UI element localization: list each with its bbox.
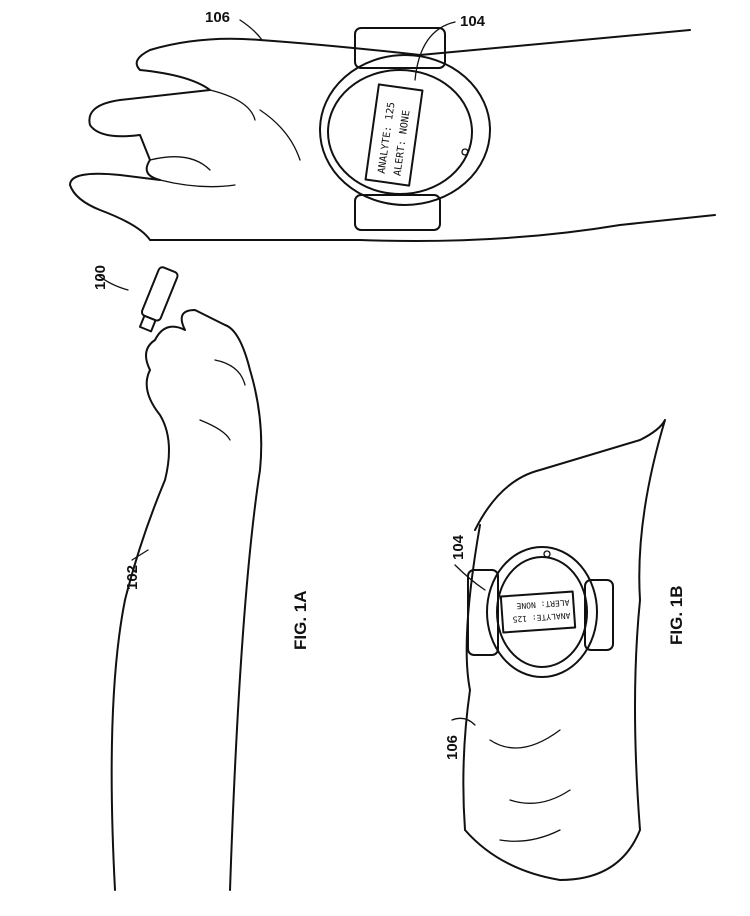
watch-strap-bottom [354, 194, 441, 231]
watch-case-1b [486, 546, 598, 678]
watch-button [461, 148, 469, 156]
ref-label-106-1b: 106 [444, 735, 461, 760]
watch-screen-1b: ANALYTE: 125 ALERT: NONE [499, 590, 577, 634]
ref-label-104: 104 [460, 13, 486, 30]
screen-analyte-text-1b: ANALYTE: 125 [512, 611, 570, 624]
fig-1b-arm: ANALYTE: 125 ALERT: NONE 104 106 FIG. 1B [444, 419, 686, 881]
ref-label-104-1b: 104 [450, 534, 467, 560]
watch-strap-top [354, 27, 446, 69]
screen-alert-text: ALERT: NONE [392, 110, 412, 177]
screen-alert-text-1b: ALERT: NONE [516, 598, 570, 611]
watch-screen: ANALYTE: 125 ALERT: NONE [364, 83, 424, 187]
watch-strap-right [584, 579, 614, 651]
top-arm-with-watch: ANALYTE: 125 ALERT: NONE 106 104 [69, 9, 716, 242]
ref-label-106: 106 [205, 9, 230, 26]
device-100 [138, 266, 179, 333]
watch-case [319, 54, 491, 206]
ref-label-102: 102 [124, 565, 141, 590]
fig-1a-caption: FIG. 1A [291, 590, 310, 650]
fig-1b-caption: FIG. 1B [667, 585, 686, 645]
fig-1a-arm: 100 102 FIG. 1A [92, 265, 310, 891]
